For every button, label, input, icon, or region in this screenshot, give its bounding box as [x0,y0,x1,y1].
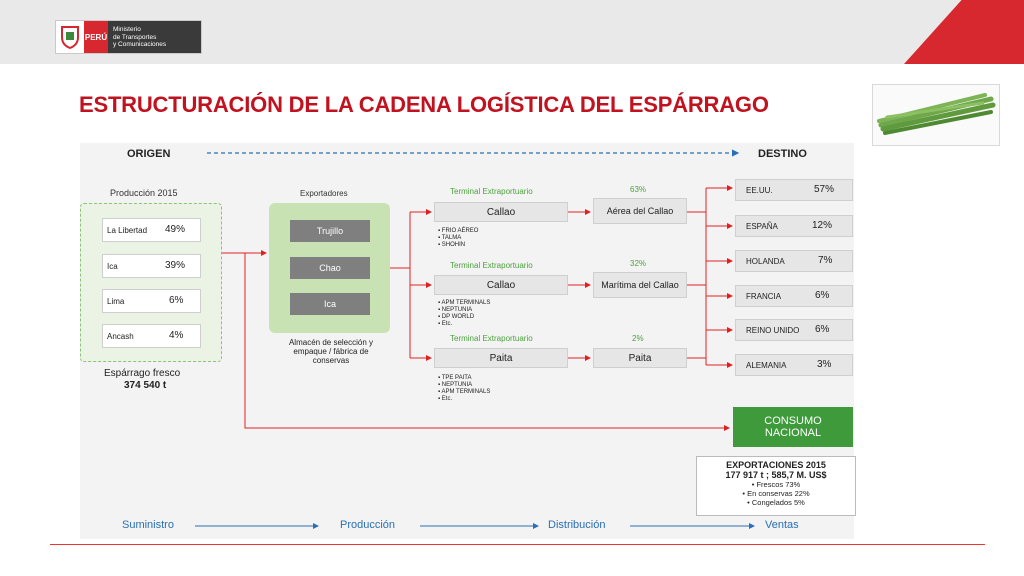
terminal-label-3: Terminal Extraportuario [450,334,533,343]
stage-production: Producción [340,519,396,531]
route-box-3: Paita [593,348,687,368]
terminal-port-3: Paita [434,348,568,368]
terminal-label-1: Terminal Extraportuario [450,187,533,196]
destination-uk: REINO UNIDO 6% [735,319,853,341]
destination-heading: DESTINO [758,148,807,160]
region-box-ancash: Ancash 4% [102,324,201,348]
stage-distribution: Distribución [548,519,606,531]
route-box-2: Marítima del Callao [593,272,687,298]
coat-of-arms-icon [56,21,84,53]
route-pct-3: 2% [632,334,644,343]
production-heading: Producción 2015 [110,188,178,198]
bottom-divider [50,544,985,545]
exporter-trujillo: Trujillo [290,220,370,242]
ministry-logo: PERÚ Ministerio de Transportes y Comunic… [55,20,202,54]
destination-spain: ESPAÑA 12% [735,215,853,237]
region-box-lima: Lima 6% [102,289,201,313]
terminal-operators-3: TPE PAITA NEPTUNIA APM TERMINALS Etc. [438,375,490,403]
exports-item-frozen: • Congelados 5% [747,498,805,507]
route-pct-2: 32% [630,259,647,268]
fresh-asparagus-amount: 374 540 t [124,380,167,391]
destination-france: FRANCIA 6% [735,285,853,307]
peru-label: PERÚ [84,21,108,53]
asparagus-image [872,84,1000,146]
destination-netherlands: HOLANDA 7% [735,250,853,272]
route-box-1: Aérea del Callao [593,198,687,224]
route-pct-1: 63% [630,185,647,194]
terminal-operators-1: FRIO AÉREO TALMA SHOHIN [438,228,479,249]
terminal-port-2: Callao [434,275,568,295]
fresh-asparagus-label: Espárrago fresco [104,368,181,379]
exports-item-canned: • En conservas 22% [742,489,810,498]
exporters-heading: Exportadores [300,189,348,198]
stage-supply: Suministro [122,519,174,531]
terminal-port-1: Callao [434,202,568,222]
origin-heading: ORIGEN [127,148,171,160]
page-title: ESTRUCTURACIÓN DE LA CADENA LOGÍSTICA DE… [79,92,769,117]
exports-summary-box: EXPORTACIONES 2015 177 917 t ; 585,7 M. … [696,456,856,516]
stage-sales: Ventas [765,519,799,531]
terminal-operators-2: APM TERMINALS NEPTUNIA DP WORLD Etc. [438,300,490,328]
national-consumption-box: CONSUMO NACIONAL [733,407,853,447]
region-box-ica: Ica 39% [102,254,201,278]
destination-germany: ALEMANIA 3% [735,354,853,376]
exporter-chao: Chao [290,257,370,279]
exports-item-fresh: • Frescos 73% [751,480,801,489]
exporter-ica: Ica [290,293,370,315]
destination-usa: EE.UU. 57% [735,179,853,201]
terminal-label-2: Terminal Extraportuario [450,261,533,270]
region-box-la-libertad: La Libertad 49% [102,218,201,242]
exports-total: 177 917 t ; 585,7 M. US$ [725,470,827,480]
exporters-caption: Almacén de selección y empaque / fábrica… [288,338,374,365]
ministry-name: Ministerio de Transportes y Comunicacion… [108,21,201,53]
exports-title: EXPORTACIONES 2015 [726,460,826,470]
